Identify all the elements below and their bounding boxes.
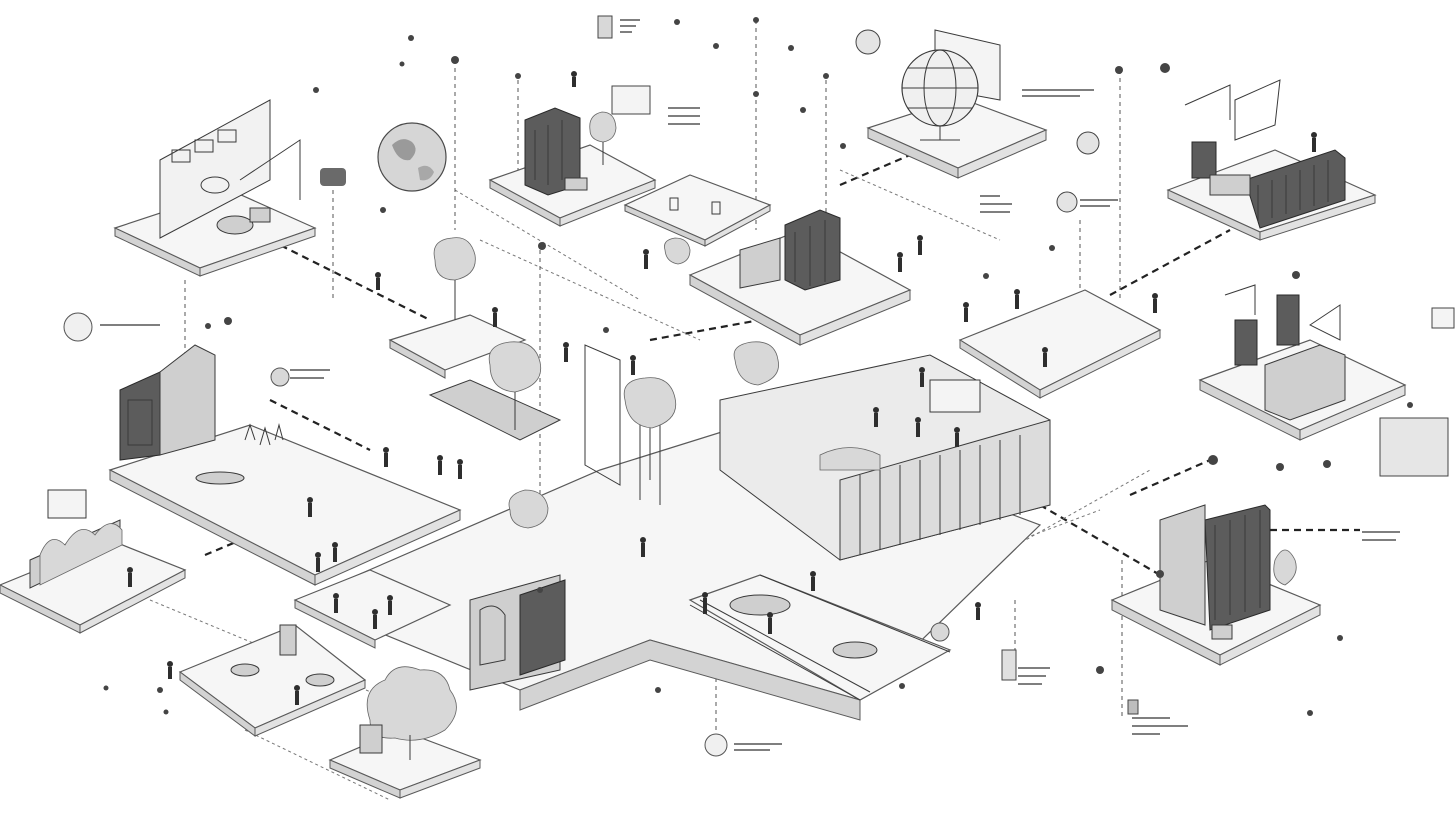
platform-top-center-lab bbox=[488, 107, 772, 247]
badge-icon bbox=[63, 29, 1100, 757]
floating-elements bbox=[63, 15, 1455, 757]
platform-top-right-building bbox=[1166, 79, 1377, 241]
platform-bottom-left-studio bbox=[178, 569, 452, 737]
platform-top-left-screen bbox=[113, 99, 317, 277]
tree-icon bbox=[366, 666, 457, 760]
platform-right-plant bbox=[1198, 284, 1407, 441]
platform-left-servers bbox=[108, 344, 462, 586]
globe-icon bbox=[901, 49, 979, 141]
screen-icon bbox=[320, 15, 1455, 715]
scribble-glyphs bbox=[100, 19, 1400, 751]
platform-far-left-garden bbox=[0, 489, 187, 634]
platform-central-campus bbox=[298, 209, 1162, 721]
planet-icon bbox=[377, 122, 447, 192]
people bbox=[127, 71, 1317, 705]
platform-top-globe bbox=[866, 29, 1048, 179]
trees bbox=[433, 111, 881, 529]
platform-right-tower bbox=[1110, 504, 1322, 666]
person-icon bbox=[127, 567, 133, 587]
dots bbox=[103, 17, 1413, 716]
platform-bottom-tree bbox=[328, 666, 482, 799]
